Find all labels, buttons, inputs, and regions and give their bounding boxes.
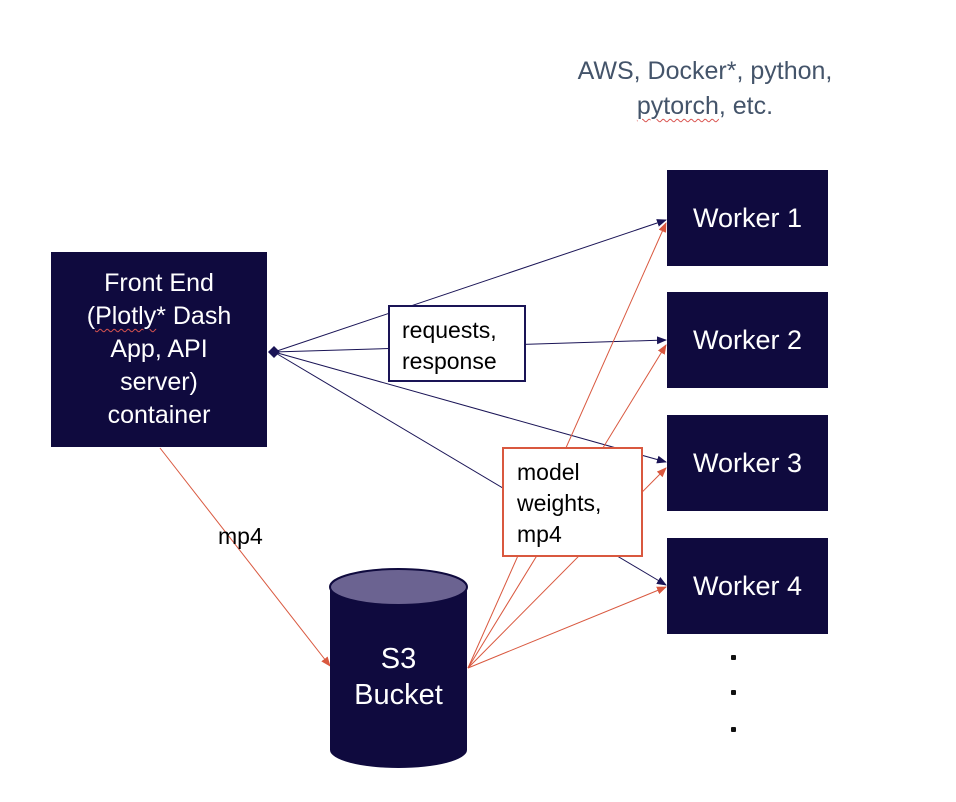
s3-label-line2: Bucket [354, 679, 443, 711]
front-end-line4: server) [120, 368, 198, 396]
technology-note-line2-rest: , etc. [718, 92, 774, 120]
technology-note: AWS, Docker*, python, pytorch, etc. [540, 54, 870, 124]
front-end-node: Front End (Plotly* Dash App, API server)… [51, 252, 267, 447]
worker-1-node: Worker 1 [667, 170, 828, 266]
s3-bucket-cylinder [329, 568, 468, 768]
edge-frontend-worker3 [273, 351, 667, 464]
s3-bucket-label: S3 Bucket [330, 641, 467, 713]
model-label-line3: mp4 [517, 521, 562, 547]
edge-s3-worker4 [467, 586, 667, 669]
spellcheck-word-pytorch: pytorch [636, 92, 719, 120]
data-edges [159, 222, 667, 669]
front-end-line2-rest: * Dash [156, 302, 232, 330]
spellcheck-word-plotly: Plotly [95, 302, 157, 330]
mp4-edge-label: mp4 [218, 523, 263, 549]
front-end-line5: container [107, 401, 211, 429]
ellipsis-dot-1 [731, 655, 736, 660]
frontend-connector-diamond [268, 346, 280, 358]
model-label-line2: weights, [517, 490, 602, 516]
worker-2-node: Worker 2 [667, 292, 828, 388]
model-weights-label: model weights, mp4 [502, 447, 643, 557]
technology-note-line2: pytorch, etc. [540, 89, 870, 124]
front-end-line1: Front End [104, 269, 214, 297]
edge-frontend-worker1 [273, 219, 667, 353]
edge-frontend-s3 [159, 447, 331, 667]
front-end-line2: (Plotly* Dash [87, 300, 232, 333]
model-label-line1: model [517, 459, 580, 485]
front-end-line3: App, API [110, 335, 208, 363]
worker-3-node: Worker 3 [667, 415, 828, 511]
worker-4-node: Worker 4 [667, 538, 828, 634]
s3-label-line1: S3 [380, 643, 417, 675]
ellipsis-dot-3 [731, 727, 736, 732]
front-end-line2-prefix: ( [86, 302, 96, 330]
requests-label-line2: response [402, 348, 497, 374]
edge-s3-worker1 [467, 222, 667, 669]
ellipsis-dot-2 [731, 690, 736, 695]
technology-note-line1: AWS, Docker*, python, [577, 57, 833, 85]
requests-label-line1: requests, [402, 317, 497, 343]
requests-response-label: requests, response [388, 305, 526, 382]
